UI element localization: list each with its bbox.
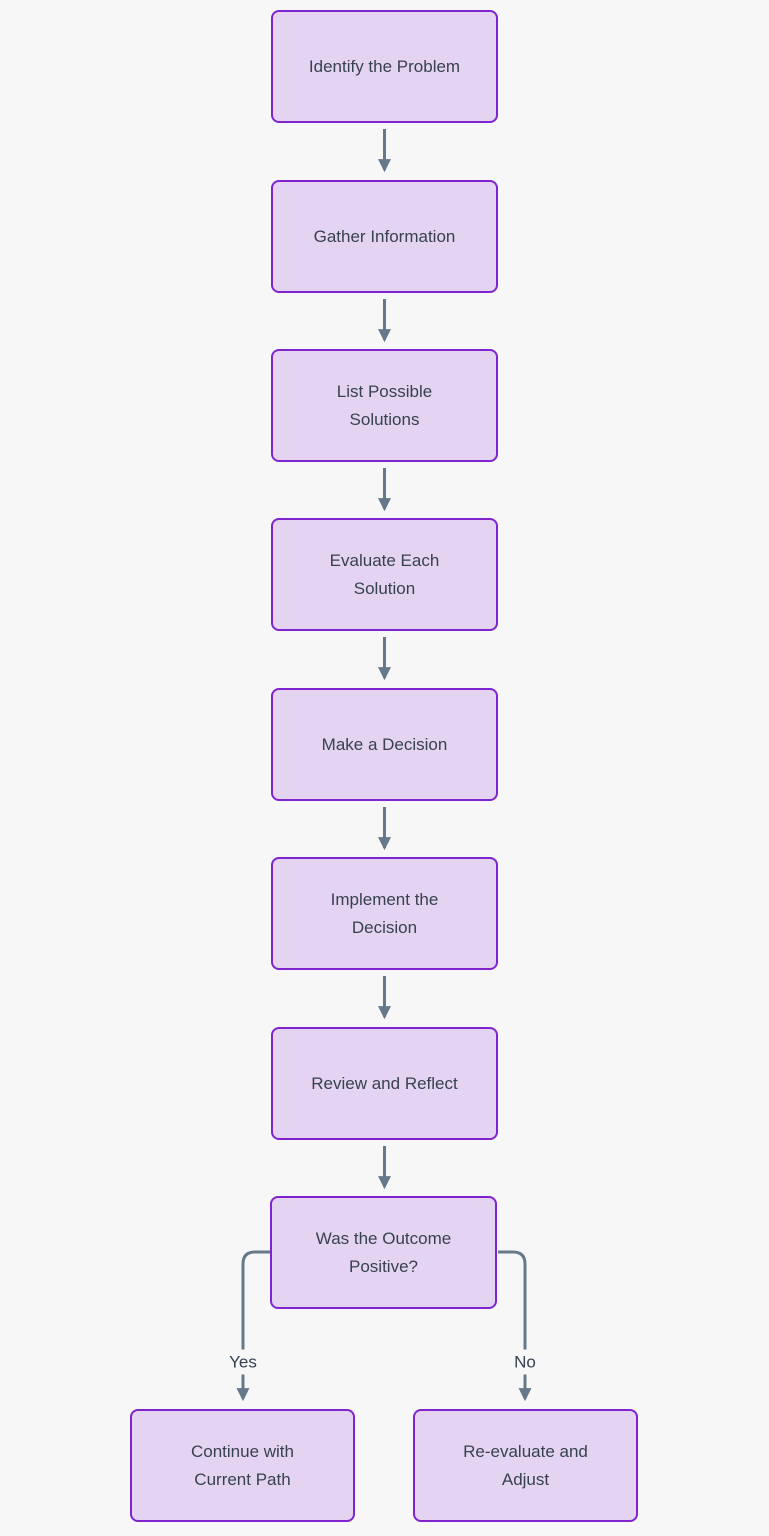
- flow-node-decide: Make a Decision: [271, 688, 498, 801]
- flow-node-review: Review and Reflect: [271, 1027, 498, 1140]
- edge-label-no: No: [506, 1349, 544, 1375]
- flow-node-gather: Gather Information: [271, 180, 498, 293]
- edge-outcome-continue-yes: [236, 1250, 270, 1402]
- edge-label-yes: Yes: [221, 1349, 265, 1375]
- flow-node-continue: Continue with Current Path: [130, 1409, 355, 1522]
- flow-node-outcome: Was the Outcome Positive?: [270, 1196, 497, 1309]
- edge-outcome-reevaluate-no: [498, 1250, 532, 1402]
- flow-node-list: List Possible Solutions: [271, 349, 498, 462]
- flow-node-identify: Identify the Problem: [271, 10, 498, 123]
- flow-node-implement: Implement the Decision: [271, 857, 498, 970]
- flow-node-reevaluate: Re-evaluate and Adjust: [413, 1409, 638, 1522]
- flow-node-evaluate: Evaluate Each Solution: [271, 518, 498, 631]
